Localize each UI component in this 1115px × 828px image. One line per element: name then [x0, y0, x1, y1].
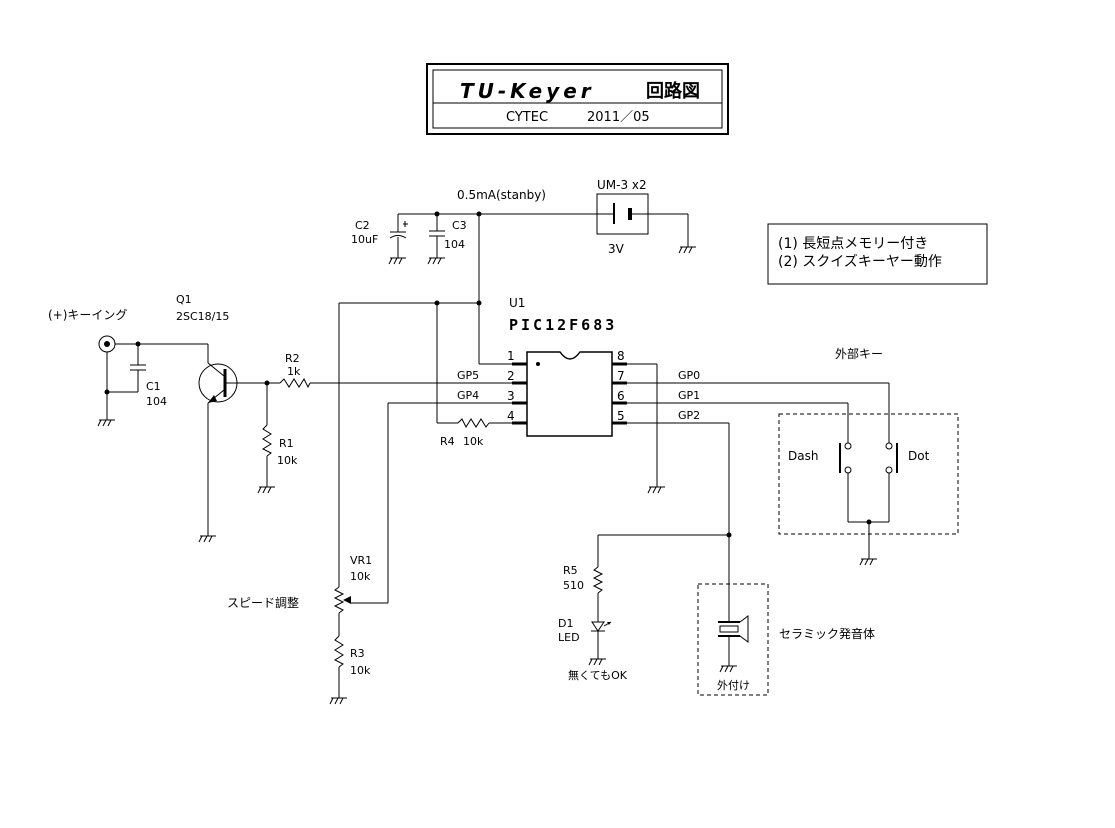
c3-ref: C3: [452, 219, 467, 232]
pic-chip: [512, 351, 627, 437]
c2-ref: C2: [355, 219, 370, 232]
led-d1: [591, 621, 612, 632]
pin-3: 3: [507, 389, 515, 403]
r3-ref: R3: [350, 647, 365, 660]
q1-ref: Q1: [176, 293, 192, 306]
c3-value: 104: [444, 238, 465, 251]
ground-icon: [97, 419, 115, 427]
d1-ref: D1: [558, 617, 573, 630]
vr1-value: 10k: [350, 570, 371, 583]
q1-value: 2SC18/15: [176, 310, 229, 323]
resistor-r4: [457, 418, 490, 429]
r2-ref: R2: [285, 352, 300, 365]
label-gp4: GP4: [457, 389, 479, 402]
ground-icon: [678, 246, 696, 254]
dash-switch: [839, 442, 852, 474]
buzzer-label: セラミック発音体: [779, 626, 875, 641]
c1-ref: C1: [146, 380, 161, 393]
ground-icon: [719, 665, 737, 673]
external-label: 外付け: [717, 679, 750, 692]
title-credit: CYTEC: [506, 110, 548, 125]
resistor-r3: [333, 635, 344, 668]
pin-2: 2: [507, 369, 515, 383]
notes-box: (1) 長短点メモリー付き (2) スクイズキーヤー動作: [767, 223, 988, 285]
r4-value: 10k: [463, 435, 484, 448]
vr1-ref: VR1: [350, 554, 372, 567]
label-gp5: GP5: [457, 369, 479, 382]
title-sub: 回路図: [646, 80, 700, 102]
resistor-r1: [261, 424, 272, 457]
label-gp0: GP0: [678, 369, 700, 382]
capacitor-c3: [429, 214, 445, 258]
buzzer-box: [697, 583, 769, 696]
pin-7: 7: [617, 369, 625, 383]
led-optional-label: 無くてもOK: [568, 668, 628, 682]
potentiometer-vr1: [333, 586, 345, 614]
ground-icon: [427, 257, 445, 265]
keying-label: (+)キーイング: [48, 308, 127, 322]
ext-key-label: 外部キー: [835, 346, 883, 361]
pin-6: 6: [617, 389, 625, 403]
r5-ref: R5: [563, 564, 578, 577]
dot-label: Dot: [908, 449, 930, 463]
r4-ref: R4: [440, 435, 455, 448]
ground-icon: [859, 558, 877, 566]
title-block: TU-Keyer 回路図 CYTEC 2011／05: [426, 63, 729, 135]
label-gp2: GP2: [678, 409, 700, 422]
dot-switch: [885, 442, 898, 474]
pin-1: 1: [507, 349, 515, 363]
resistor-r2: [279, 377, 311, 389]
buzzer-icon: [718, 615, 749, 643]
pin-5: 5: [617, 409, 625, 423]
title-date: 2011／05: [587, 110, 650, 125]
ground-icon: [257, 486, 275, 494]
voltage-label: 3V: [608, 242, 625, 256]
note-1: (1) 長短点メモリー付き: [778, 236, 928, 252]
capacitor-c2: [389, 214, 408, 258]
ground-icon: [588, 658, 606, 666]
resistor-r5: [592, 566, 604, 594]
c2-value: 10uF: [351, 233, 378, 246]
current-label: 0.5mA(stanby): [457, 188, 546, 202]
ground-icon: [329, 697, 347, 705]
c1-value: 104: [146, 395, 167, 408]
ground-icon: [198, 535, 216, 543]
ground-icon: [647, 486, 665, 494]
r3-value: 10k: [350, 664, 371, 677]
chip-ref: U1: [509, 296, 525, 310]
battery-label: UM-3 x2: [597, 178, 647, 192]
ground-icon: [388, 257, 406, 265]
r1-ref: R1: [279, 437, 294, 450]
ext-key-box: [778, 413, 959, 535]
speed-label: スピード調整: [227, 595, 299, 610]
chip-part: PIC12F683: [509, 316, 617, 334]
jack-icon: [98, 335, 116, 353]
note-2: (2) スクイズキーヤー動作: [778, 254, 942, 270]
r1-value: 10k: [277, 454, 298, 467]
dash-label: Dash: [788, 449, 818, 463]
d1-value: LED: [558, 631, 580, 644]
pin-4: 4: [507, 409, 515, 423]
capacitor-c1: [107, 344, 146, 393]
r5-value: 510: [563, 579, 584, 592]
label-gp1: GP1: [678, 389, 700, 402]
title-main: TU-Keyer: [460, 79, 595, 103]
pin-8: 8: [617, 349, 625, 363]
transistor-q1: [198, 362, 238, 404]
r2-value: 1k: [287, 365, 301, 378]
